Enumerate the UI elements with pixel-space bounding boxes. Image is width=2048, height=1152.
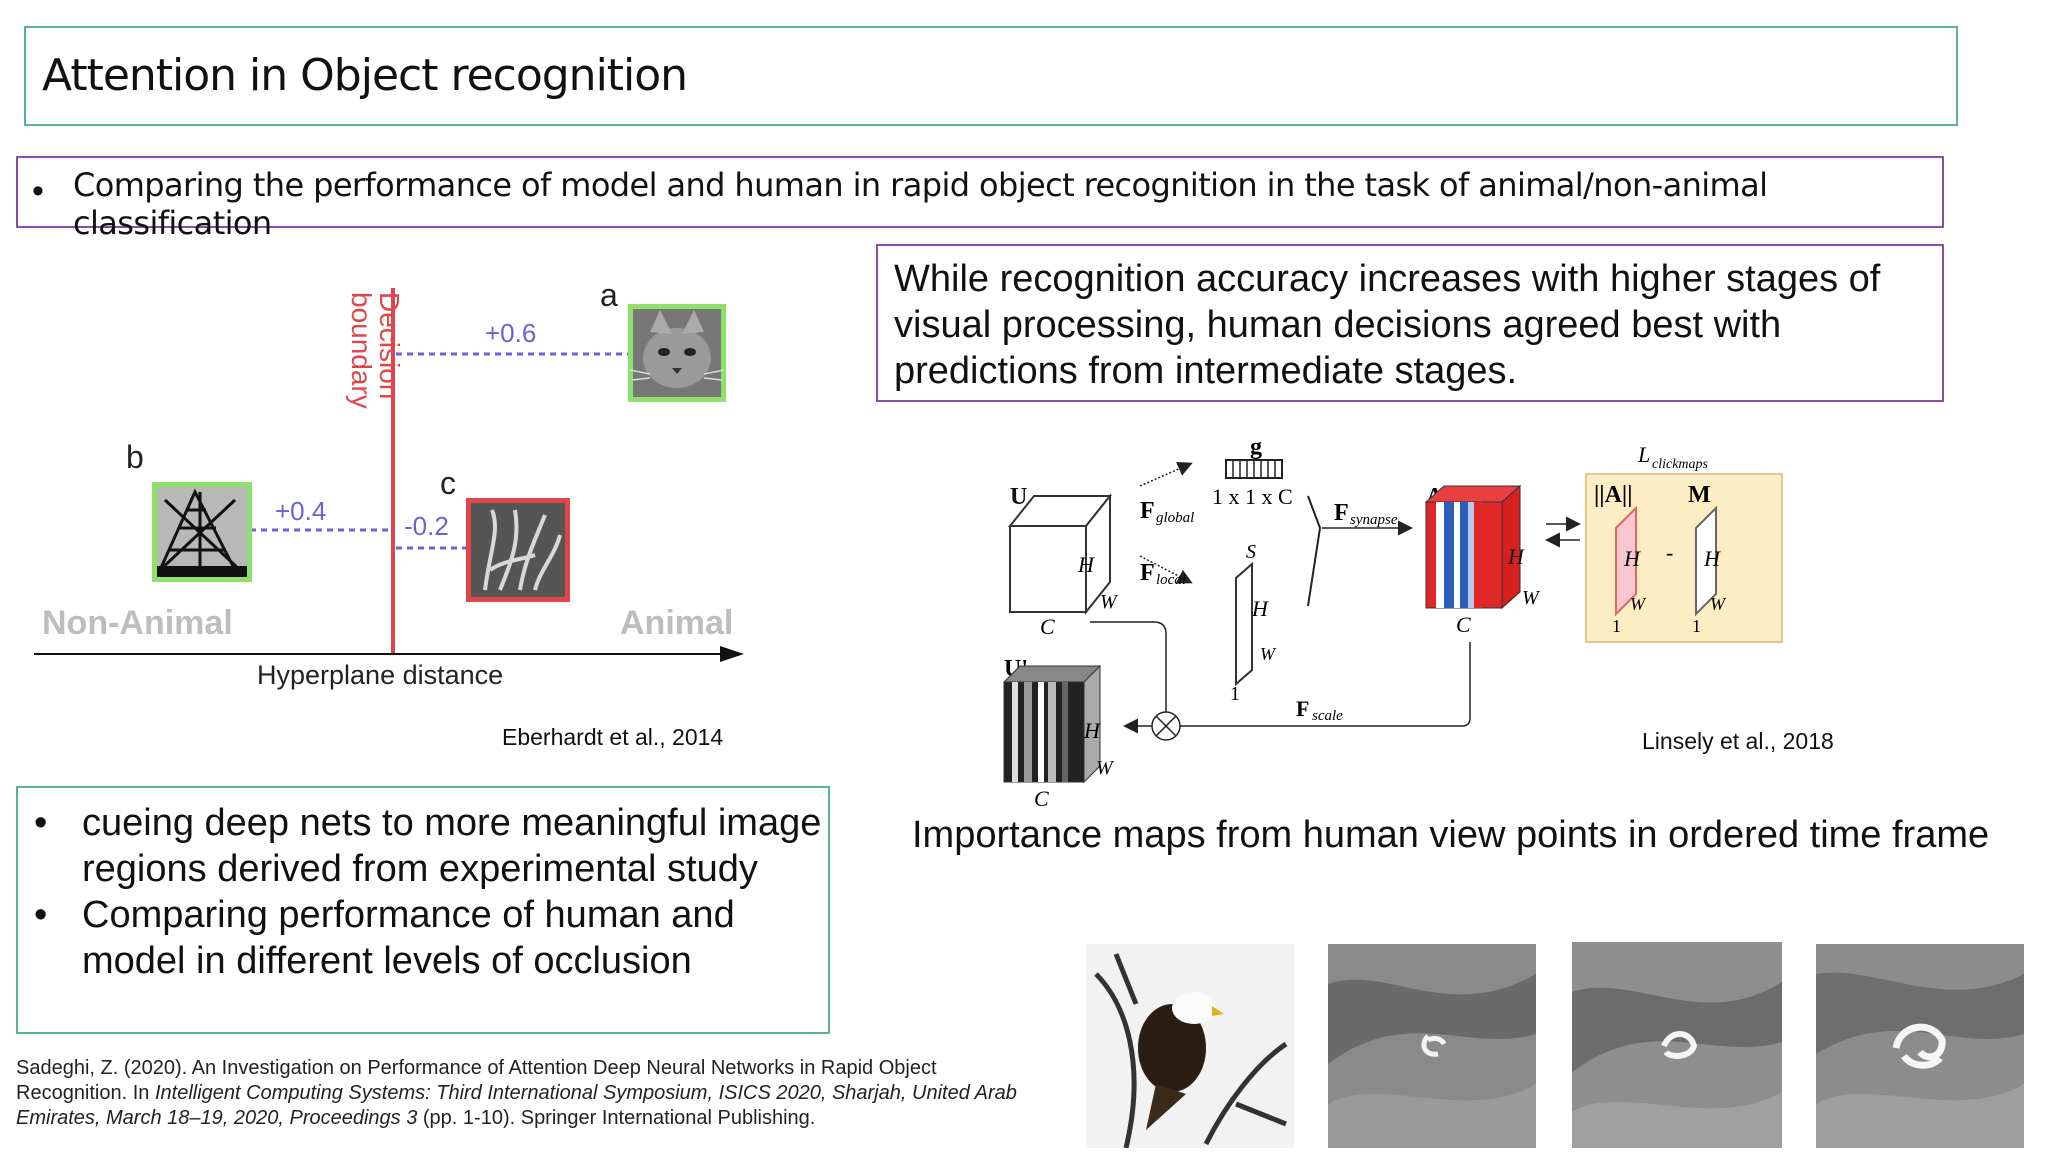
S-W: W [1260,644,1277,664]
absA-label: ||A|| [1594,482,1632,508]
coral-thumbnail [466,498,570,602]
axis-label: Hyperplane distance [257,660,503,690]
hyperplane-figure: Decision boundary a +0.6 b +0.4 c -0.2 N… [34,277,744,690]
label-b: b [126,439,144,475]
reference-part2: (pp. 1-10). Springer International Publi… [417,1107,816,1129]
decision-label-1: Decision [374,292,405,399]
absA-H: H [1623,546,1641,571]
U-H: H [1077,552,1095,577]
S-one: 1 [1230,683,1240,705]
absA-map [1615,505,1637,617]
A-W: W [1522,587,1541,609]
S-H: H [1251,596,1269,621]
value-a: +0.6 [485,318,536,348]
S-label: S [1246,541,1256,563]
architecture-diagram: U H W C F global F local g 1 x 1 x C S H… [1002,436,1783,811]
synapse-subscript: synapse [1350,512,1398,528]
decision-label-2: boundary [346,292,377,409]
label-c: c [440,465,456,501]
U-prime-block [1002,664,1102,784]
title-box: Attention in Object recognition [24,26,1958,126]
F-global: F [1140,498,1155,524]
F-scale: F [1296,696,1309,721]
importance-map-2 [1572,942,1782,1148]
U-prime-C: C [1034,786,1049,811]
cat-thumbnail [628,304,726,402]
M-W: W [1710,594,1727,614]
bullet-dot-icon: • [32,172,44,210]
F-local: F [1140,560,1155,586]
value-c: -0.2 [404,511,449,541]
S-map [1235,561,1253,687]
animal-label: Animal [620,604,733,642]
clickmaps-subscript: clickmaps [1652,457,1709,472]
U-C: C [1040,614,1055,639]
U-label: U [1010,484,1027,510]
axis-arrow-icon [720,646,744,662]
top-bullet-box: • Comparing the performance of model and… [16,156,1944,242]
reference-text: Sadeghi, Z. (2020). An Investigation on … [16,1056,1036,1131]
scale-subscript: scale [1312,708,1343,724]
absA-W: W [1630,594,1647,614]
U-W: W [1100,591,1119,613]
A-H: H [1507,544,1525,569]
cue-bullet-2: Comparing performance of human and model… [18,892,828,984]
M-map [1695,505,1717,617]
cue-bullet-1: cueing deep nets to more meaningful imag… [18,800,828,892]
g-label: g [1250,436,1262,460]
g-vector [1225,459,1283,479]
multiply-icon [1151,711,1181,741]
quote-text: While recognition accuracy increases wit… [894,258,1881,392]
global-subscript: global [1156,510,1194,526]
minus-sign: - [1666,540,1673,565]
linsely-citation: Linsely et al., 2018 [1642,728,1834,754]
F-synapse: F [1334,500,1349,526]
reference-part1: Sadeghi, Z. (2020). An Investigation on … [16,1057,937,1104]
U-prime-W: W [1096,757,1115,779]
g-dims: 1 x 1 x C [1212,484,1293,509]
label-a: a [600,277,618,313]
cube-U [1007,493,1113,615]
M-label: M [1688,482,1711,508]
top-bullet-text: Comparing the performance of model and h… [73,166,1768,242]
A-block [1424,484,1522,610]
M-one: 1 [1692,616,1701,636]
cue-bullets-box: cueing deep nets to more meaningful imag… [16,786,830,1034]
importance-map-3 [1816,944,2024,1148]
U-prime-H: H [1083,718,1101,743]
tower-thumbnail [152,482,252,582]
importance-map-1 [1328,944,1536,1148]
value-b: +0.4 [275,496,326,526]
slide-title: Attention in Object recognition [42,50,688,101]
local-subscript: local [1156,572,1186,588]
eberhardt-citation: Eberhardt et al., 2014 [502,724,724,750]
importance-caption: Importance maps from human view points i… [912,814,1990,856]
eagle-photo [1086,944,1294,1148]
quote-box: While recognition accuracy increases wit… [876,244,1944,402]
reference-italic: Intelligent Computing Systems: Third Int… [16,1082,1017,1129]
M-H: H [1703,546,1721,571]
non-animal-label: Non-Animal [42,604,233,642]
absA-one: 1 [1612,616,1621,636]
L-label: L [1637,442,1650,467]
A-C: C [1456,612,1471,637]
